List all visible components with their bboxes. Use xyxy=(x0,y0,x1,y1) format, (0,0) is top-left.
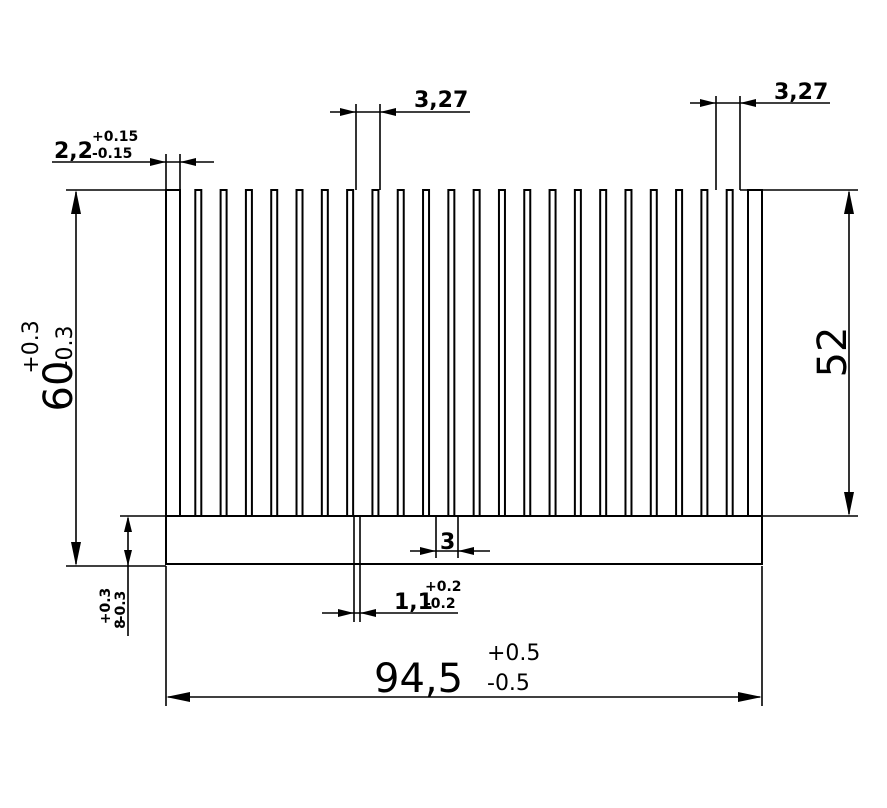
arrowhead xyxy=(338,609,354,617)
base-thickness-lower-tol: -0.3 xyxy=(113,591,129,622)
fin xyxy=(320,189,329,516)
arrowhead xyxy=(740,99,756,107)
fin xyxy=(219,189,228,516)
arrowhead xyxy=(458,547,474,555)
fin xyxy=(497,189,506,516)
total-height-dimension: 60 +0.3 -0.3 xyxy=(19,189,180,567)
fin xyxy=(244,189,253,516)
arrowhead xyxy=(844,492,854,516)
fin xyxy=(523,189,532,516)
fin xyxy=(573,189,582,516)
base-plate-outline xyxy=(165,516,763,565)
heatsink-profile xyxy=(165,189,763,565)
arrowhead xyxy=(340,108,356,116)
fin xyxy=(700,189,709,516)
fin xyxy=(447,189,456,516)
fin-gap-left-value: 3,27 xyxy=(414,88,468,113)
arrowhead xyxy=(124,550,132,566)
base-width-lower-tol: -0.5 xyxy=(487,671,530,696)
fin xyxy=(295,189,304,516)
base-thickness-dimension: 8 +0.3 -0.3 xyxy=(98,515,166,636)
base-thickness-upper-tol: +0.3 xyxy=(98,588,114,625)
arrowhead xyxy=(360,609,376,617)
inner-fin-thickness-upper-tol: +0.2 xyxy=(425,579,462,595)
outer-fin-thickness-lower-tol: -0.15 xyxy=(92,146,132,162)
fin xyxy=(422,189,431,516)
arrowhead xyxy=(420,547,436,555)
fin-gap-right-value: 3,27 xyxy=(774,80,828,105)
arrowhead xyxy=(150,158,166,166)
fin xyxy=(649,189,658,516)
fin-pitch-value: 3 xyxy=(440,530,455,555)
fin xyxy=(371,189,380,516)
fin-pitch-dimension: 3 xyxy=(410,516,490,558)
arrowhead xyxy=(844,190,854,214)
arrowhead xyxy=(124,516,132,532)
fin-gap-right-dimension: 3,27 xyxy=(690,80,830,190)
total-height-lower-tol: -0.3 xyxy=(53,326,78,369)
fin xyxy=(675,189,684,516)
arrowhead xyxy=(180,158,196,166)
fin xyxy=(346,189,355,516)
fin xyxy=(548,189,557,516)
total-height-upper-tol: +0.3 xyxy=(19,320,44,373)
arrowhead xyxy=(700,99,716,107)
base-width-upper-tol: +0.5 xyxy=(487,641,540,666)
fin-gap-left-dimension: 3,27 xyxy=(330,88,470,190)
fin xyxy=(599,189,608,516)
inner-fin-thickness-value: 1,1 xyxy=(394,590,433,615)
fin-height-dimension: 52 xyxy=(740,189,858,517)
fin xyxy=(396,189,405,516)
fin xyxy=(194,189,203,516)
outer-fin-thickness-upper-tol: +0.15 xyxy=(92,129,138,145)
fin-height-value: 52 xyxy=(810,327,856,378)
arrowhead xyxy=(738,692,762,702)
fin xyxy=(725,189,734,516)
arrowhead xyxy=(71,190,81,214)
base-width-value: 94,5 xyxy=(374,656,463,702)
arrowhead xyxy=(71,542,81,566)
outer-fin xyxy=(747,189,763,516)
inner-fin-thickness-lower-tol: -0.2 xyxy=(425,596,456,612)
outer-fin xyxy=(165,189,181,516)
fins-group xyxy=(165,189,763,516)
base-width-dimension: 94,5 +0.5 -0.5 xyxy=(165,566,763,706)
fin xyxy=(624,189,633,516)
outer-fin-thickness-value: 2,2 xyxy=(54,139,93,164)
arrowhead xyxy=(166,692,190,702)
fin xyxy=(270,189,279,516)
outer-fin-thickness-dimension: 2,2 +0.15 -0.15 xyxy=(52,129,214,190)
total-height-value: 60 xyxy=(36,361,82,412)
inner-fin-thickness-dimension: 1,1 +0.2 -0.2 xyxy=(322,516,462,622)
base-thickness-value: 8 xyxy=(113,619,129,629)
fin xyxy=(472,189,481,516)
arrowhead xyxy=(380,108,396,116)
